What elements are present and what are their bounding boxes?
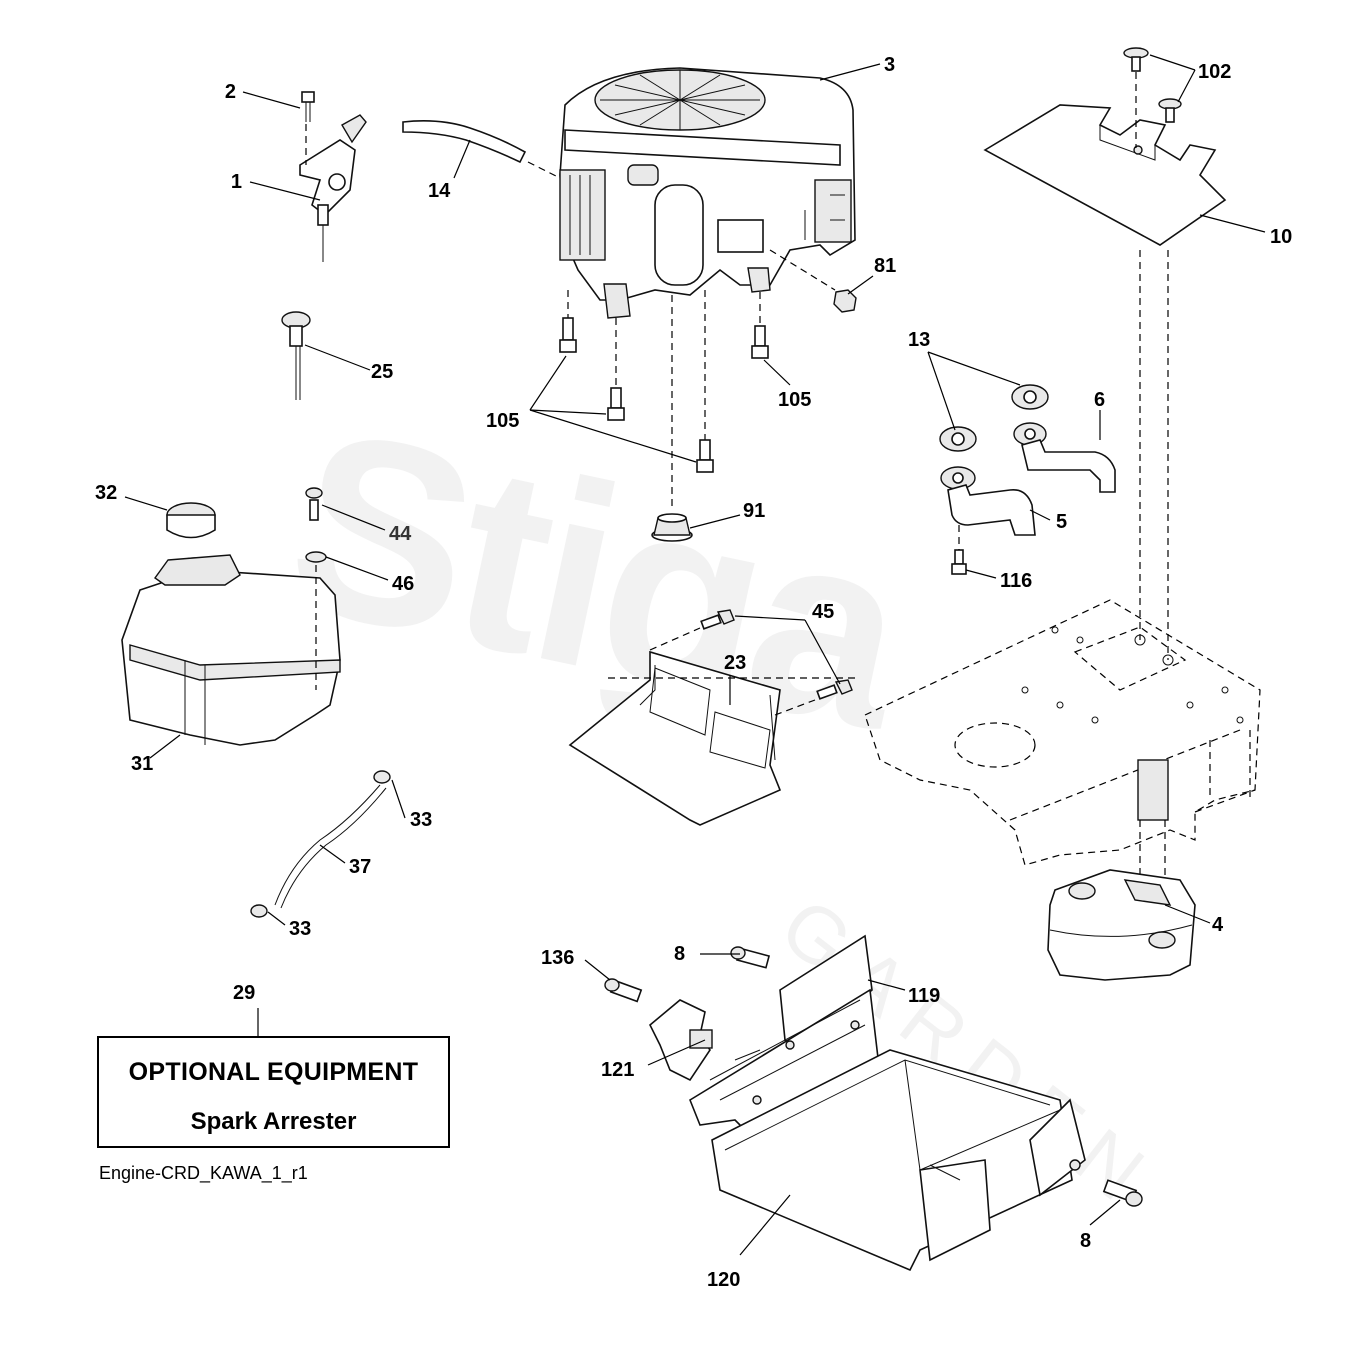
callout-label: 136 [541,947,574,969]
callout-label: 23 [724,652,746,674]
callout-label: 33 [289,918,311,940]
callout-label: 3 [884,54,895,76]
callout-label: 8 [674,943,685,965]
muffler [1047,869,1196,981]
callout-labels: 2 1 3 4 5 6 8 8 10 13 14 23 25 31 32 33 … [95,54,1292,1291]
callout-label: 10 [1270,226,1292,248]
leader-lines [124,54,1266,1256]
engine [559,67,856,510]
callout-label: 105 [486,410,519,432]
throttle-control [299,91,367,262]
callout-label: 2 [225,81,236,103]
diagram-reference-code: Engine-CRD_KAWA_1_r1 [99,1163,308,1183]
callout-label: 116 [1000,570,1032,592]
callout-label: 91 [743,500,765,522]
callout-label: 119 [908,985,940,1007]
spacer [651,513,693,542]
callout-label: 8 [1080,1230,1091,1252]
callout-label: 13 [908,329,930,351]
mounting-plate [568,609,860,826]
callout-label: 37 [349,856,371,878]
engine-bolts [559,317,769,473]
guard-assembly [604,934,1143,1272]
callout-label: 14 [428,180,451,202]
exhaust-pipes [939,384,1116,575]
callout-label: 120 [707,1269,740,1291]
heat-shield [983,47,1227,660]
callout-label: 33 [410,809,432,831]
callout-label: 105 [778,389,811,411]
callout-label: 81 [874,255,896,277]
fuel-hose [250,770,391,918]
callout-label: 31 [131,753,153,775]
frame [864,599,1261,880]
callout-label: 4 [1212,914,1224,936]
callout-label-optional: 29 [233,982,255,1004]
callout-label: 44 [389,523,412,545]
optional-equipment-box: OPTIONAL EQUIPMENT Spark Arrester [97,1036,450,1148]
callout-label: 45 [812,601,834,623]
callout-label: 1 [231,171,242,193]
callout-label: 6 [1094,389,1105,411]
callout-label: 32 [95,482,117,504]
callout-label: 46 [392,573,414,595]
callout-label: 25 [371,361,393,383]
fuel-line [402,120,527,164]
fuel-tank [121,487,341,746]
callout-label: 121 [601,1059,634,1081]
nut [833,289,857,313]
optional-equipment-subtitle: Spark Arrester [190,1108,357,1135]
callout-label: 102 [1198,61,1231,83]
callout-label: 5 [1056,511,1067,533]
dipstick [281,311,311,400]
optional-equipment-title: OPTIONAL EQUIPMENT [128,1058,419,1086]
